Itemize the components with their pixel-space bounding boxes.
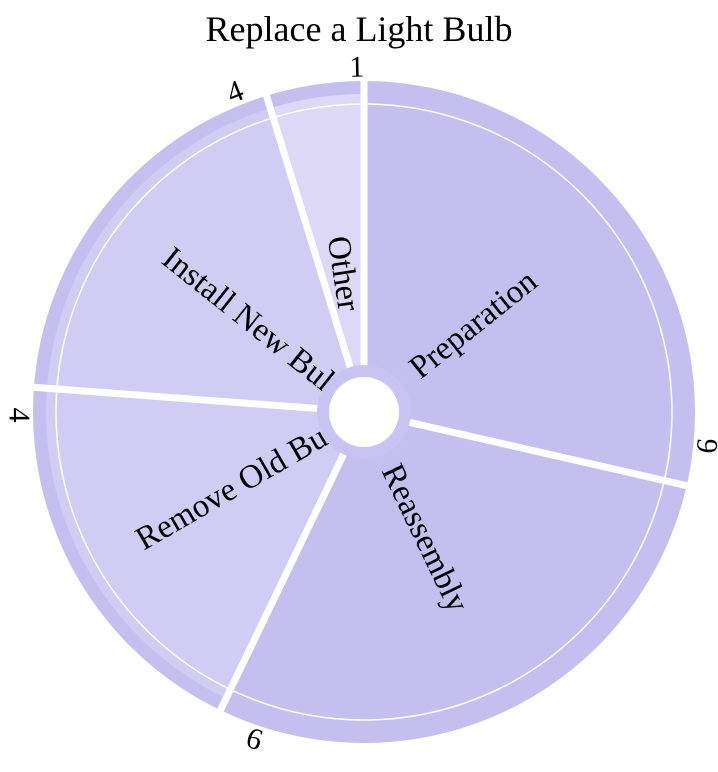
segment-remove-old-bulb[interactable]	[45, 388, 364, 699]
chart-title: Replace a Light Bulb	[205, 9, 513, 49]
count-install-new-bulb: 4	[222, 74, 248, 110]
divider-line	[363, 408, 690, 490]
segment-dividers	[31, 79, 690, 714]
center-hole	[317, 365, 411, 459]
divider-line	[31, 383, 365, 416]
count-other: 1	[349, 50, 365, 83]
divider-line	[216, 410, 368, 714]
center-hole-fill	[329, 377, 399, 447]
segments	[45, 94, 682, 730]
count-preparation: 6	[690, 437, 718, 455]
segment-preparation[interactable]	[364, 94, 682, 483]
segment-reassembly[interactable]	[226, 412, 675, 730]
count-remove-old-bulb: 4	[2, 407, 35, 422]
segment-install-new-bulb[interactable]	[46, 108, 364, 413]
count-reassembly: 6	[242, 721, 267, 757]
divider-line	[262, 92, 368, 414]
